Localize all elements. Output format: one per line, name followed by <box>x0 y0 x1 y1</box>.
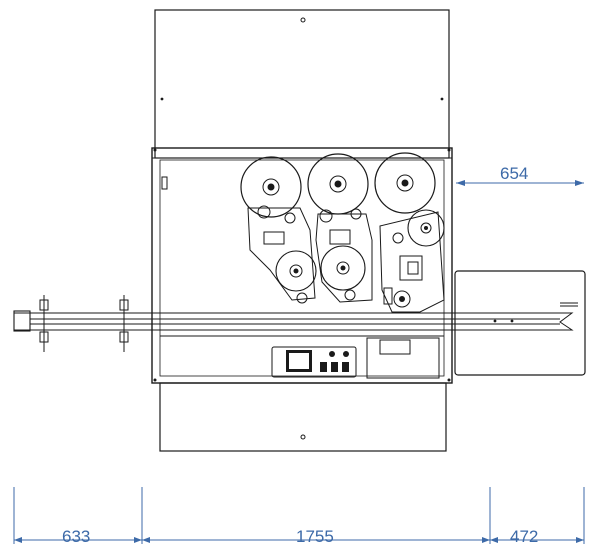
control-panel <box>271 337 440 379</box>
infeed-guide-posts <box>39 295 129 352</box>
bottom-cover-panel <box>159 382 447 452</box>
center-applicator-plate <box>315 208 373 303</box>
right-applicator-plate <box>379 209 445 313</box>
dimension-label-654: 654 <box>500 164 528 183</box>
label-reels <box>240 152 436 218</box>
bottom-dimension-chain: 633 1755 472 <box>13 487 585 544</box>
left-applicator-plate <box>247 205 317 304</box>
dimension-label-633: 633 <box>62 527 90 544</box>
outfeed-housing <box>454 270 586 376</box>
top-cover-panel <box>154 9 450 159</box>
dimension-label-472: 472 <box>510 527 538 544</box>
dimension-654: 654 <box>456 164 584 186</box>
conveyor <box>13 310 574 337</box>
dimension-label-1755: 1755 <box>296 527 334 544</box>
